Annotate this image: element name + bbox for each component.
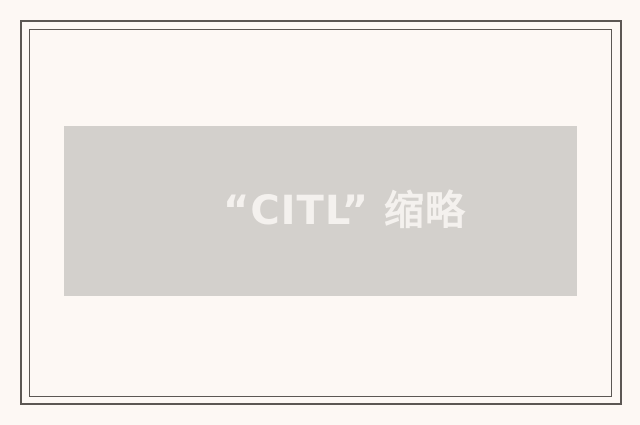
title-banner: “CITL” 缩略	[64, 126, 577, 296]
outer-frame	[20, 20, 622, 405]
banner-title: “CITL” 缩略	[223, 188, 466, 234]
inner-frame	[29, 29, 612, 397]
